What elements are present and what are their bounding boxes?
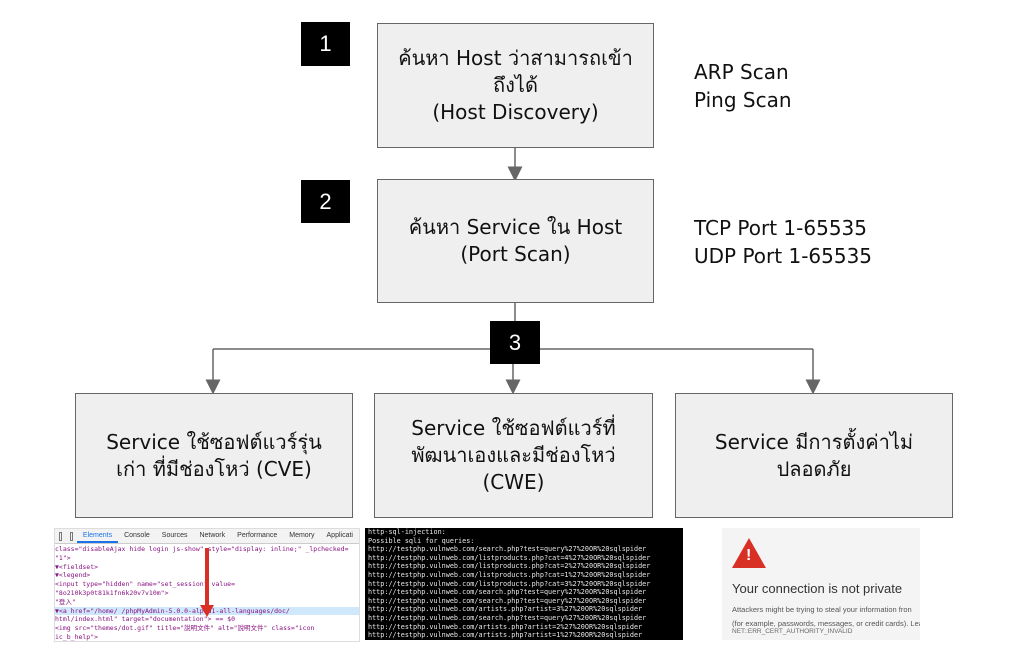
terminal-line: http://testphp.vulnweb.com/artists.php?a… xyxy=(368,631,643,640)
outcome-2-line-3: (CWE) xyxy=(482,470,545,494)
outcome-2-line-2: พัฒนาเองและมีช่องโหว่ xyxy=(411,443,616,467)
devtools-code-line: class="disableAjax hide login js-show" s… xyxy=(55,545,349,553)
terminal-line: http://testphp.vulnweb.com/search.php?te… xyxy=(368,588,647,597)
step-2-method-1: TCP Port 1-65535 xyxy=(694,216,867,240)
device-toggle-icon xyxy=(69,531,73,541)
outcome-1-line-2: เก่า ที่มีช่องโหว่ (CVE) xyxy=(116,456,312,481)
terminal-line: http-sql-injection: xyxy=(368,528,446,536)
step-2-method-2: UDP Port 1-65535 xyxy=(694,244,873,268)
devtools-code-line: html/index.html" target="documentation">… xyxy=(55,615,236,624)
warning-exclamation-icon: ! xyxy=(746,547,752,564)
outcome-3-line-2: ปลอดภัย xyxy=(776,456,852,481)
warning-body-line-2: (for example, passwords, messages, or cr… xyxy=(732,619,920,628)
devtools-tab-performance: Performance xyxy=(237,532,278,539)
warning-error-code: NET::ERR_CERT_AUTHORITY_INVALID xyxy=(732,628,853,635)
devtools-tab-sources: Sources xyxy=(161,532,188,539)
step-1-methods: ARP Scan Ping Scan xyxy=(694,58,792,114)
step-2-line-1: ค้นหา Service ใน Host xyxy=(408,215,623,239)
step-1-badge: 1 xyxy=(301,22,350,66)
devtools-toolbar: Elements Console Sources Network Perform… xyxy=(55,529,359,544)
devtools-code-line: "登入" xyxy=(55,597,76,606)
browser-warning-screenshot: ! Your connection is not private Attacke… xyxy=(722,528,920,640)
devtools-code-line: ▼<legend> xyxy=(55,571,91,580)
step-1-line-2: ถึงได้ xyxy=(493,73,538,97)
terminal-line: http://testphp.vulnweb.com/listproducts.… xyxy=(368,553,651,562)
outcome-2-line-1: Service ใช้ซอฟต์แวร์ที่ xyxy=(411,416,616,440)
terminal-screenshot: http-sql-injection: Possible sqli for qu… xyxy=(365,528,683,640)
devtools-code-line: <input type="hidden" name="set_session" … xyxy=(55,580,236,589)
terminal-line: http://testphp.vulnweb.com/search.php?te… xyxy=(368,545,647,554)
step-2-box: ค้นหา Service ใน Host (Port Scan) xyxy=(377,179,654,303)
step-2-methods: TCP Port 1-65535 UDP Port 1-65535 xyxy=(694,214,872,270)
terminal-line: http://testphp.vulnweb.com/search.php?te… xyxy=(368,596,647,605)
outcome-box-cve: Service ใช้ซอฟต์แวร์รุ่น เก่า ที่มีช่องโ… xyxy=(75,393,353,518)
red-arrow-shaft xyxy=(205,548,209,610)
terminal-line: http://testphp.vulnweb.com/listproducts.… xyxy=(368,562,651,571)
warning-body-line-1: Attackers might be trying to steal your … xyxy=(732,605,912,614)
devtools-code-line: "8o210k3p0t81k1fn6k20v7v10m"> xyxy=(55,588,169,597)
warning-triangle-icon xyxy=(732,538,766,568)
devtools-tab-console: Console xyxy=(124,532,150,539)
outcome-1-line-1: Service ใช้ซอฟต์แวร์รุ่น xyxy=(106,429,322,454)
inspect-icon xyxy=(59,531,62,541)
terminal-line: http://testphp.vulnweb.com/artists.php?a… xyxy=(368,622,643,631)
devtools-code-line: <img src="themes/dot.gif" title="說明文件" a… xyxy=(55,624,315,633)
devtools-code-line: ▼<fieldset> xyxy=(55,562,99,571)
step-1-line-1: ค้นหา Host ว่าสามารถเข้า xyxy=(398,46,633,70)
devtools-code-line: ic_b_help"> xyxy=(55,632,99,641)
red-arrow-head xyxy=(200,605,214,617)
devtools-tab-elements: Elements xyxy=(76,529,119,543)
terminal-line: http://testphp.vulnweb.com/search.php?te… xyxy=(368,613,647,622)
devtools-tab-memory: Memory xyxy=(289,532,315,539)
outcome-box-cwe: Service ใช้ซอฟต์แวร์ที่ พัฒนาเองและมีช่อ… xyxy=(374,393,653,518)
terminal-line: Possible sqli for queries: xyxy=(368,536,475,545)
warning-body: Attackers might be trying to steal your … xyxy=(732,603,920,631)
step-3-badge: 3 xyxy=(490,321,540,364)
outcome-box-misconfig: Service มีการตั้งค่าไม่ ปลอดภัย xyxy=(675,393,953,518)
warning-title: Your connection is not private xyxy=(732,581,903,596)
step-2-line-2: (Port Scan) xyxy=(460,242,571,266)
terminal-line: http://testphp.vulnweb.com/listproducts.… xyxy=(368,570,651,579)
outcome-3-line-1: Service มีการตั้งค่าไม่ xyxy=(714,429,914,454)
devtools-code-line: "1"> xyxy=(55,553,71,562)
step-2-badge: 2 xyxy=(301,180,350,223)
step-1-method-2: Ping Scan xyxy=(694,88,792,112)
terminal-line: http://testphp.vulnweb.com/listproducts.… xyxy=(368,579,651,588)
devtools-tab-network: Network xyxy=(199,532,226,539)
step-1-line-3: (Host Discovery) xyxy=(432,100,599,124)
step-1-method-1: ARP Scan xyxy=(694,60,789,84)
terminal-line: http://testphp.vulnweb.com/artists.php?a… xyxy=(368,605,643,614)
devtools-tab-application: Applicati xyxy=(326,532,353,539)
step-1-box: ค้นหา Host ว่าสามารถเข้า ถึงได้ (Host Di… xyxy=(377,23,654,148)
